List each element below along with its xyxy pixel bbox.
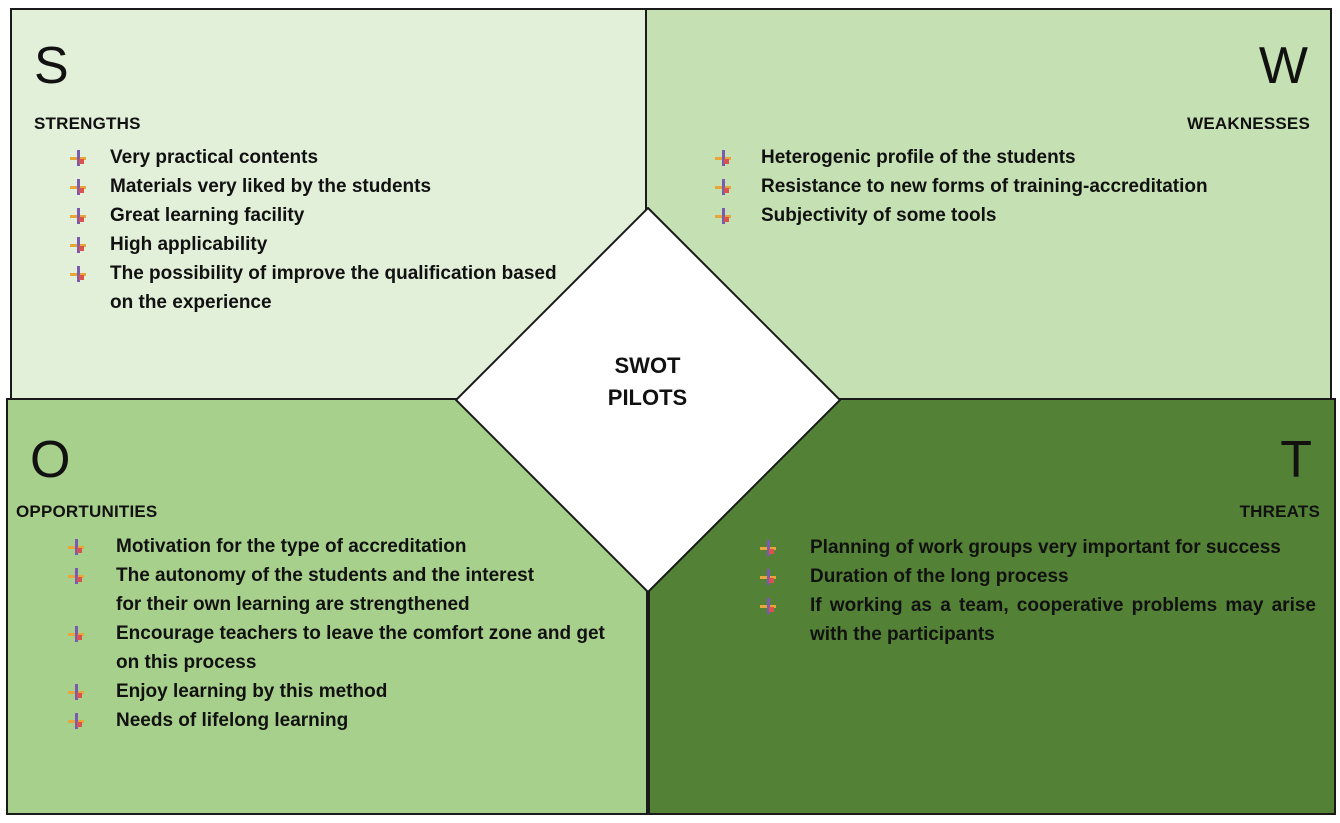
arrow-cross-bullet-icon — [68, 539, 84, 555]
strengths-quadrant: S STRENGTHS Very practical contents Mate… — [10, 8, 648, 404]
list-item: The autonomy of the students and the int… — [68, 561, 536, 619]
arrow-cross-bullet-icon — [760, 569, 776, 585]
strengths-list: Very practical contents Materials very l… — [70, 143, 646, 317]
opportunities-letter: O — [30, 431, 71, 489]
arrow-cross-bullet-icon — [68, 568, 84, 584]
arrow-cross-bullet-icon — [70, 179, 86, 195]
arrow-cross-bullet-icon — [70, 237, 86, 253]
list-item: Encourage teachers to leave the comfort … — [68, 619, 628, 677]
arrow-cross-bullet-icon — [68, 684, 84, 700]
list-item: Duration of the long process — [760, 562, 1316, 591]
list-item: Materials very liked by the students — [70, 172, 646, 201]
list-item: High applicability — [70, 230, 646, 259]
threats-heading: THREATS — [1239, 502, 1320, 521]
strengths-heading: STRENGTHS — [34, 114, 141, 133]
list-item: Subjectivity of some tools — [715, 201, 1325, 230]
arrow-cross-bullet-icon — [70, 150, 86, 166]
list-item: Motivation for the type of accreditation — [68, 532, 628, 561]
arrow-cross-bullet-icon — [68, 626, 84, 642]
arrow-cross-bullet-icon — [70, 208, 86, 224]
list-item: Enjoy learning by this method — [68, 677, 628, 706]
strengths-letter: S — [34, 37, 69, 95]
arrow-cross-bullet-icon — [68, 713, 84, 729]
center-diamond — [455, 207, 841, 593]
weaknesses-heading: WEAKNESSES — [1187, 114, 1310, 133]
list-item: The possibility of improve the qualifica… — [70, 259, 580, 317]
arrow-cross-bullet-icon — [760, 540, 776, 556]
list-item: Planning of work groups very important f… — [760, 533, 1316, 562]
list-item: If working as a team, cooperative proble… — [760, 591, 1316, 649]
arrow-cross-bullet-icon — [760, 598, 776, 614]
center-title-line1: SWOT — [614, 353, 681, 378]
arrow-cross-bullet-icon — [70, 266, 86, 282]
arrow-cross-bullet-icon — [715, 179, 731, 195]
center-label: SWOT PILOTS — [560, 350, 735, 414]
threats-letter: T — [1280, 431, 1312, 489]
list-item: Heterogenic profile of the students — [715, 143, 1325, 172]
opportunities-list: Motivation for the type of accreditation… — [68, 532, 628, 735]
arrow-cross-bullet-icon — [715, 208, 731, 224]
center-title-line2: PILOTS — [607, 385, 688, 410]
arrow-cross-bullet-icon — [715, 150, 731, 166]
weaknesses-list: Heterogenic profile of the students Resi… — [715, 143, 1325, 230]
threats-list: Planning of work groups very important f… — [760, 533, 1316, 649]
list-item: Great learning facility — [70, 201, 646, 230]
opportunities-heading: OPPORTUNITIES — [16, 502, 158, 521]
list-item: Resistance to new forms of training-accr… — [715, 172, 1325, 201]
list-item: Very practical contents — [70, 143, 646, 172]
weaknesses-letter: W — [1258, 37, 1308, 95]
list-item: Needs of lifelong learning — [68, 706, 628, 735]
